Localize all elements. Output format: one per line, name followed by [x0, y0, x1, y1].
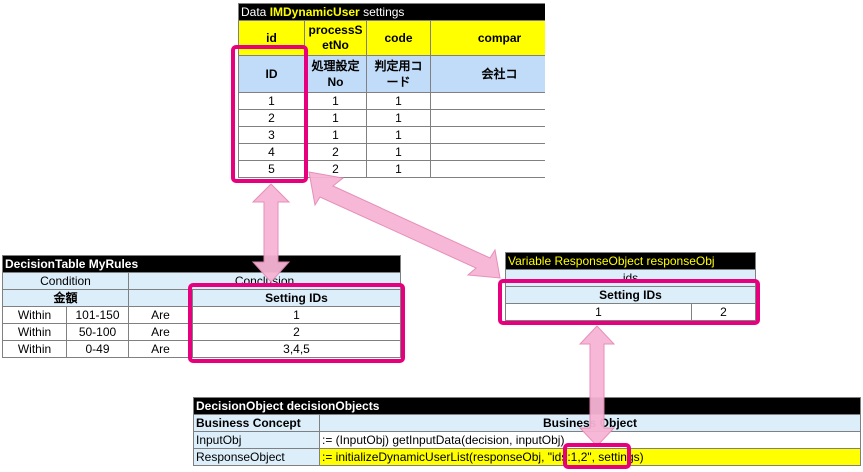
label-id: ID: [238, 55, 305, 93]
data-table: Data IMDynamicUser settings id processSe…: [238, 3, 545, 178]
header-company: compar: [430, 20, 545, 56]
business-concept-header: Business Concept: [193, 414, 320, 432]
variable-title: Variable ResponseObject responseObj: [505, 252, 756, 270]
double-arrow-icon: [578, 325, 616, 447]
header-code: code: [366, 20, 431, 56]
table-row: InputObj := (InputObj) getInputData(deci…: [193, 431, 862, 449]
setting-ids-label: Setting IDs: [191, 289, 402, 307]
table-row: ResponseObject := initializeDynamicUserL…: [193, 448, 862, 466]
highlight-setting-ids-variable: [498, 279, 760, 325]
highlight-id-column: [231, 45, 308, 183]
ids-literal: "ids:1,2": [547, 450, 592, 464]
decision-table: DecisionTable MyRules Condition Conclusi…: [1, 255, 402, 358]
label-code: 判定用コード: [366, 55, 431, 93]
decision-table-title: DecisionTable MyRules: [1, 255, 402, 273]
highlight-ids-literal: [563, 443, 631, 469]
table-row: 1 2: [505, 303, 756, 321]
double-arrow-icon: [308, 171, 501, 279]
highlight-setting-ids-decision: [188, 283, 405, 363]
double-arrow-icon: [251, 183, 291, 283]
